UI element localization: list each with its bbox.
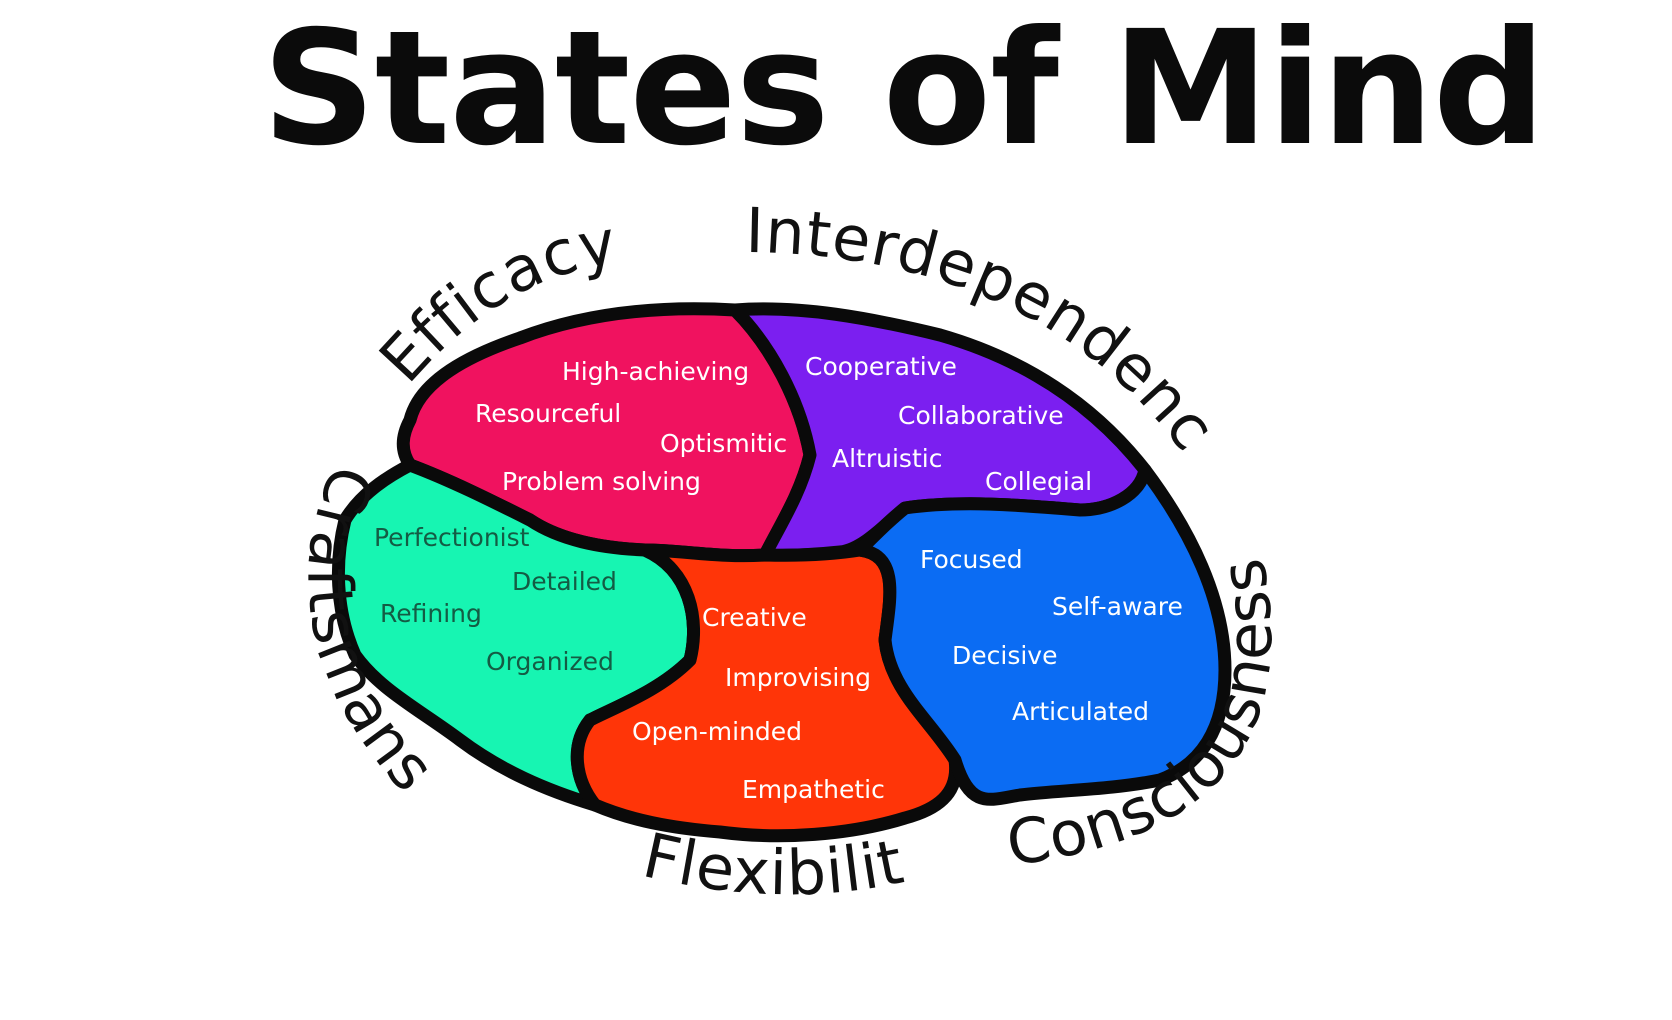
trait-improvising: Improvising xyxy=(725,663,871,692)
trait-collegial: Collegial xyxy=(985,467,1092,496)
trait-focused: Focused xyxy=(920,545,1023,574)
trait-collaborative: Collaborative xyxy=(898,401,1064,430)
trait-optismitic: Optismitic xyxy=(660,429,787,458)
trait-high-achieving: High-achieving xyxy=(562,357,749,386)
trait-resourceful: Resourceful xyxy=(475,399,621,428)
trait-creative: Creative xyxy=(702,603,807,632)
trait-cooperative: Cooperative xyxy=(805,352,957,381)
trait-problem-solving: Problem solving xyxy=(502,467,701,496)
trait-articulated: Articulated xyxy=(1012,697,1149,726)
craftsmanship-label: Craftsmanship xyxy=(0,0,450,806)
trait-self-aware: Self-aware xyxy=(1052,592,1183,621)
trait-detailed: Detailed xyxy=(512,567,617,596)
trait-refining: Refining xyxy=(380,599,482,628)
page-title: States of Mind xyxy=(262,0,1546,181)
flexibility-region xyxy=(570,543,963,843)
trait-open-minded: Open-minded xyxy=(632,717,802,746)
trait-perfectionist: Perfectionist xyxy=(374,523,530,552)
consciousness-region xyxy=(853,463,1232,806)
trait-decisive: Decisive xyxy=(952,641,1057,670)
trait-organized: Organized xyxy=(486,647,614,676)
trait-empathetic: Empathetic xyxy=(742,775,885,804)
trait-altruistic: Altruistic xyxy=(832,444,942,473)
